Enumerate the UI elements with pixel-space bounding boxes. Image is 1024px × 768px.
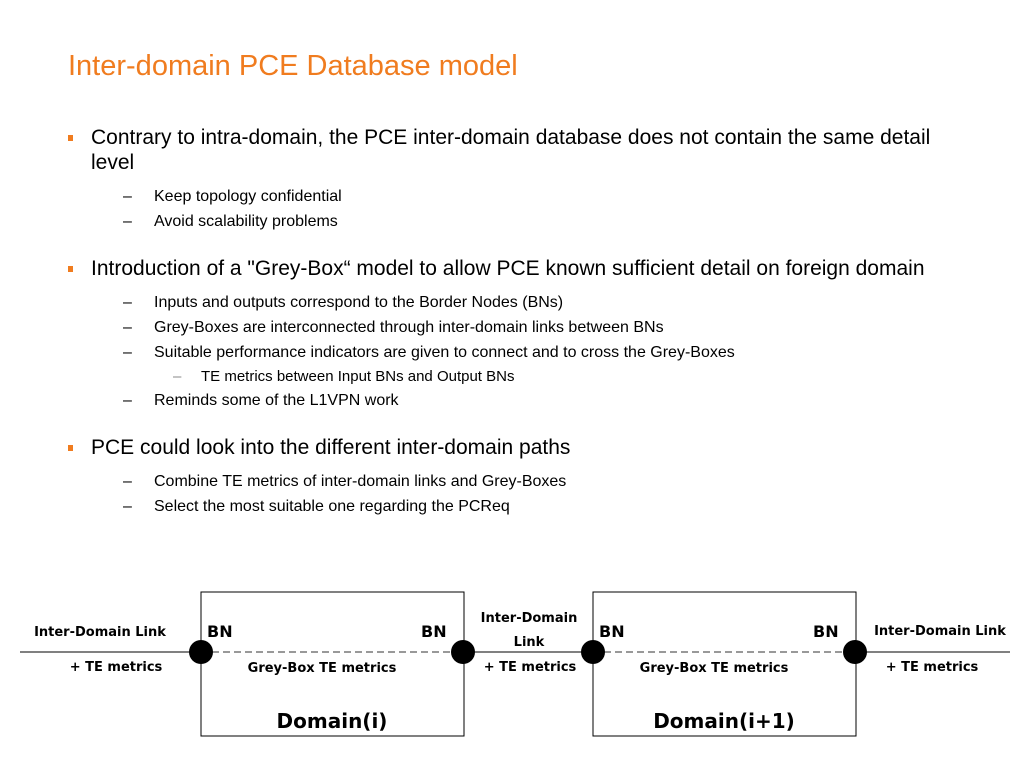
sub-bullet-text: Avoid scalability problems xyxy=(154,213,338,230)
sub-bullet: – Combine TE metrics of inter-domain link… xyxy=(68,469,968,494)
dash-icon: – xyxy=(123,498,132,515)
slide-title: Inter-domain PCE Database model xyxy=(68,50,518,82)
sub-bullet: – Inputs and outputs correspond to the Bo… xyxy=(68,290,968,315)
bullet-1: Contrary to intra-domain, the PCE inter-… xyxy=(68,125,968,175)
middle-link-label: Inter-Domain xyxy=(481,611,578,626)
bn-node xyxy=(451,640,475,664)
dash-icon: – xyxy=(123,319,132,336)
sub-bullet-text: Select the most suitable one regarding t… xyxy=(154,498,510,515)
sub-bullet: – Select the most suitable one regarding … xyxy=(68,494,968,519)
grey-box-metrics-label: Grey-Box TE metrics xyxy=(640,661,789,676)
sub-bullet-text: Suitable performance indicators are give… xyxy=(154,344,735,361)
sub-sub-bullet: – TE metrics between Input BNs and Output… xyxy=(68,365,968,388)
dash-icon: – xyxy=(123,294,132,311)
sub-bullet-text: Inputs and outputs correspond to the Bor… xyxy=(154,294,564,311)
right-link-label: Inter-Domain Link xyxy=(874,624,1006,639)
domain-i-label: Domain(i) xyxy=(277,709,388,733)
bn-node xyxy=(581,640,605,664)
left-link-label: Inter-Domain Link xyxy=(34,625,166,640)
grey-box-diagram: BN BN BN BN Inter-Domain Link + TE metri… xyxy=(20,591,1010,737)
sub-bullet: – Grey-Boxes are interconnected through i… xyxy=(68,315,968,340)
bn-label: BN xyxy=(207,622,233,641)
domain-i1-label: Domain(i+1) xyxy=(653,709,795,733)
dash-icon: – xyxy=(123,188,132,205)
dash-icon: – xyxy=(123,473,132,490)
sub-bullet-text: Keep topology confidential xyxy=(154,188,342,205)
square-bullet-icon xyxy=(68,266,73,272)
square-bullet-icon xyxy=(68,135,73,141)
left-link-metrics: + TE metrics xyxy=(70,660,163,675)
right-link-metrics: + TE metrics xyxy=(886,660,979,675)
dash-icon: – xyxy=(173,368,182,385)
sub-bullet: – Suitable performance indicators are giv… xyxy=(68,340,968,365)
sub-bullet-text: Combine TE metrics of inter-domain links… xyxy=(154,473,567,490)
sub-sub-bullet-text: TE metrics between Input BNs and Output … xyxy=(201,368,515,385)
middle-link-metrics: + TE metrics xyxy=(484,660,577,675)
sub-bullet-text: Grey-Boxes are interconnected through in… xyxy=(154,319,664,336)
bn-node xyxy=(843,640,867,664)
bn-node xyxy=(189,640,213,664)
bn-label: BN xyxy=(813,622,839,641)
bullet-2-text: Introduction of a "Grey-Box“ model to al… xyxy=(91,257,925,280)
bn-label: BN xyxy=(421,622,447,641)
sub-bullet-text: Reminds some of the L1VPN work xyxy=(154,392,399,409)
sub-bullet: – Avoid scalability problems xyxy=(68,209,968,234)
grey-box-metrics-label: Grey-Box TE metrics xyxy=(248,661,397,676)
middle-link-label-2: Link xyxy=(514,635,545,650)
square-bullet-icon xyxy=(68,445,73,451)
dash-icon: – xyxy=(123,213,132,230)
bullet-list: Contrary to intra-domain, the PCE inter-… xyxy=(68,125,968,519)
bullet-2: Introduction of a "Grey-Box“ model to al… xyxy=(68,256,968,281)
dash-icon: – xyxy=(123,392,132,409)
dash-icon: – xyxy=(123,344,132,361)
bullet-1-text: Contrary to intra-domain, the PCE inter-… xyxy=(91,126,931,174)
bullet-3-text: PCE could look into the different inter-… xyxy=(91,436,571,459)
sub-bullet: – Reminds some of the L1VPN work xyxy=(68,388,968,413)
sub-bullet: – Keep topology confidential xyxy=(68,184,968,209)
bn-label: BN xyxy=(599,622,625,641)
bullet-3: PCE could look into the different inter-… xyxy=(68,435,968,460)
